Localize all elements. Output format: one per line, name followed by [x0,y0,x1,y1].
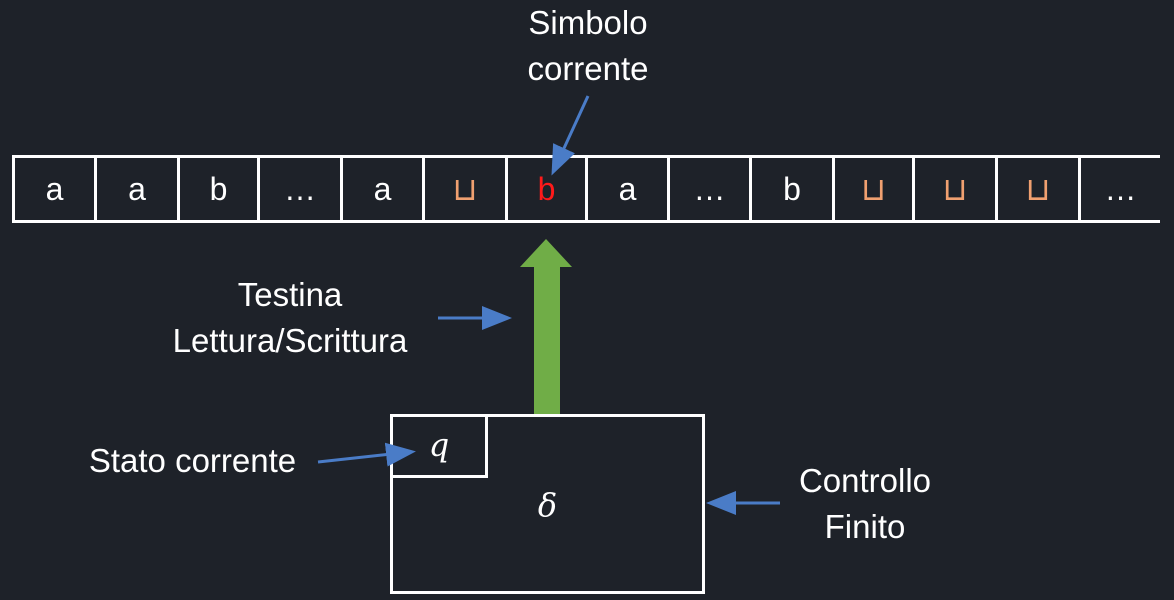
current-state-label: Stato corrente [88,442,297,479]
finite-control-label: Controllo Finito [798,462,932,545]
tape-cell: … [257,155,340,223]
tape-cell: a [340,155,422,223]
current-symbol-pointer-arrow [551,95,590,176]
head-arrow [520,239,572,414]
tape-cell: b [177,155,257,223]
head-label: Testina Lettura/Scrittura [172,276,408,359]
tape-cell: ⊔ [912,155,995,223]
current-state-pointer-arrow [317,442,416,467]
finite-control-box: q δ [390,414,705,594]
tape-cell: a [12,155,94,223]
tape-cell: b [749,155,832,223]
tape-cell: ⊔ [832,155,912,223]
tape-cell: a [585,155,667,223]
tape-cell: … [1078,155,1160,223]
tape-cell: a [94,155,177,223]
tape-cell: ⊔ [995,155,1078,223]
transition-function-symbol: δ [537,486,558,524]
state-symbol: q [428,426,450,464]
tape-cell: ⊔ [422,155,505,223]
state-box: q [393,417,488,478]
current-symbol-label: Simbolo corrente [527,4,649,87]
tape-cell: … [667,155,749,223]
tape-cell: b [505,155,585,223]
